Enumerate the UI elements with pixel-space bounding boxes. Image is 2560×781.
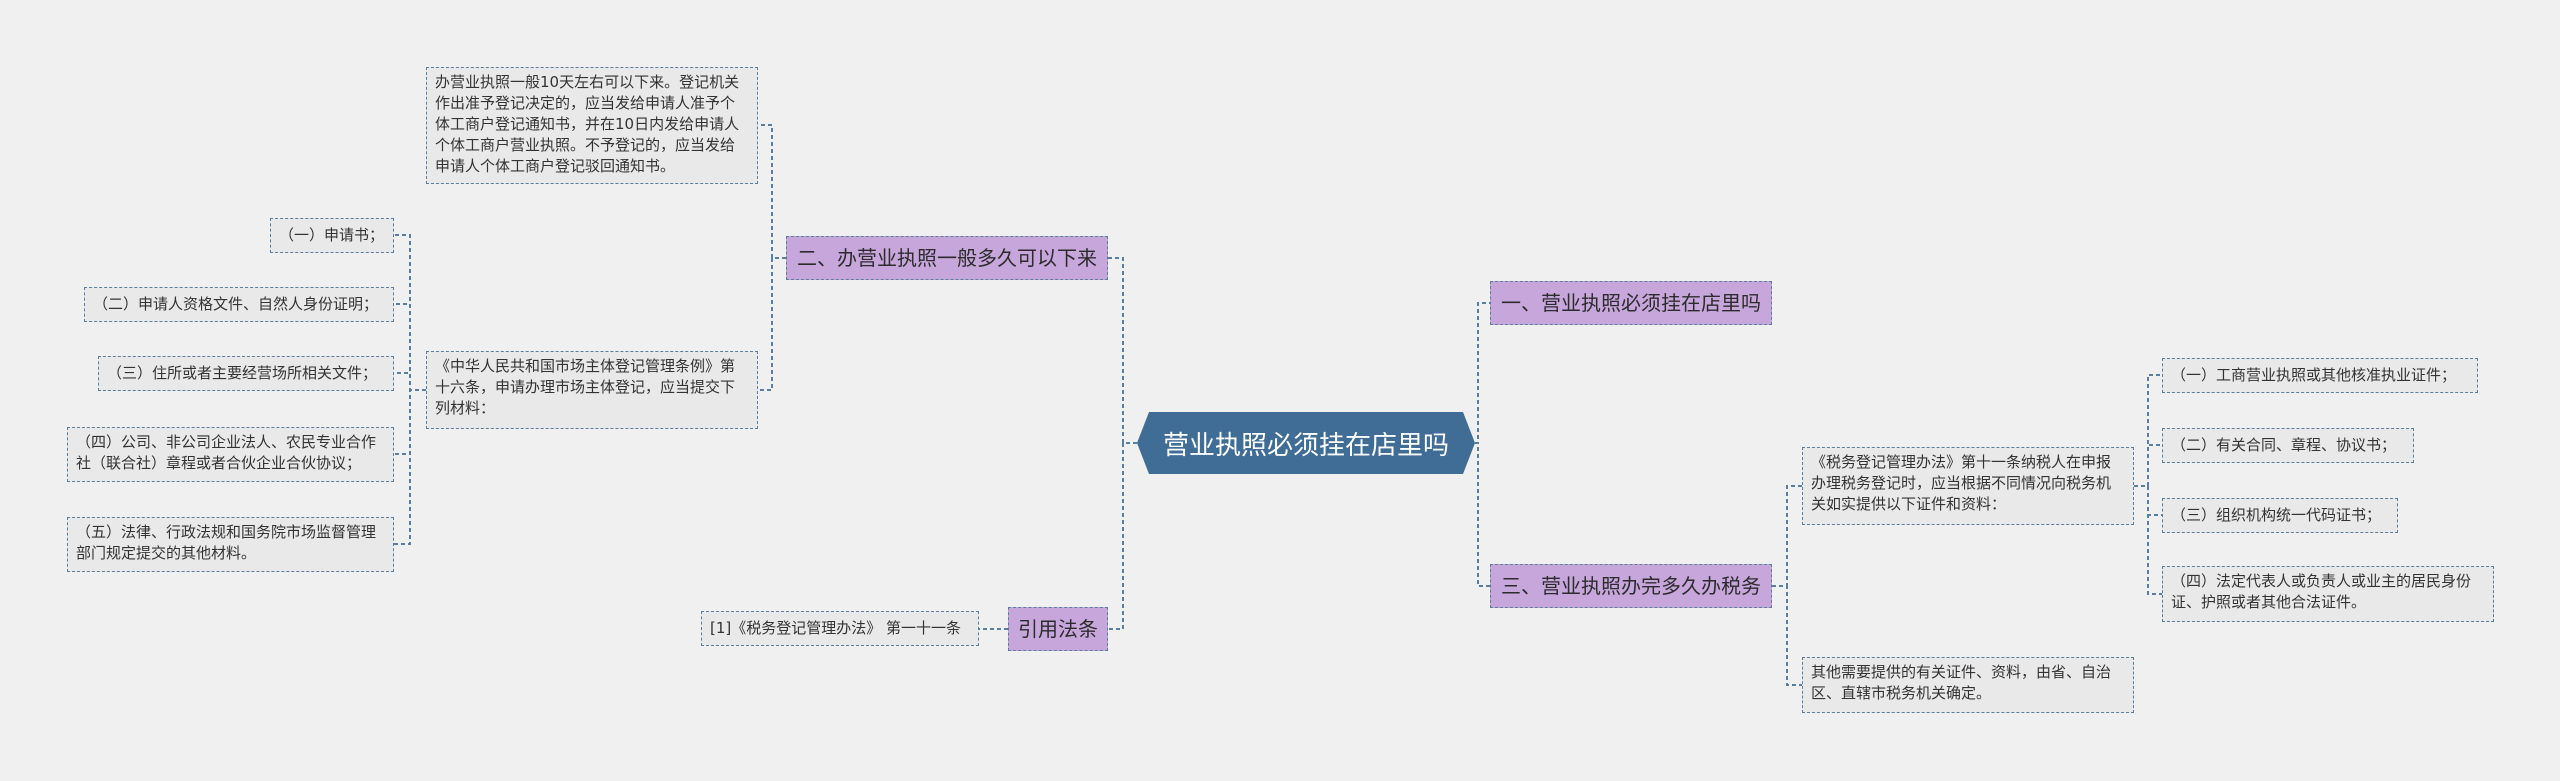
connector <box>1772 585 1802 686</box>
b2-material-item[interactable]: （五）法律、行政法规和国务院市场监督管理部门规定提交的其他材料。 <box>67 517 394 572</box>
connector <box>1108 442 1137 630</box>
connector <box>1475 442 1490 587</box>
b2-material-item[interactable]: （三）住所或者主要经营场所相关文件； <box>98 356 394 391</box>
root-shape <box>1137 412 1475 474</box>
connector <box>758 257 786 391</box>
b3-document-item[interactable]: （三）组织机构统一代码证书； <box>2162 498 2398 533</box>
connector <box>2134 444 2162 487</box>
b3-tax-rule-node[interactable]: 《税务登记管理办法》第十一条纳税人在申报办理税务登记时，应当根据不同情况向税务机… <box>1802 447 2134 525</box>
connector <box>1108 257 1137 444</box>
connector <box>394 389 426 545</box>
connector <box>1475 302 1490 444</box>
b4-citation-node[interactable]: [1]《税务登记管理办法》 第一十一条 <box>701 611 979 646</box>
b2-regulation-node[interactable]: 《中华人民共和国市场主体登记管理条例》第十六条，申请办理市场主体登记，应当提交下… <box>426 351 758 429</box>
connector <box>1772 485 1802 587</box>
b3-document-item[interactable]: （四）法定代表人或负责人或业主的居民身份证、护照或者其他合法证件。 <box>2162 566 2494 622</box>
branch-node-1[interactable]: 一、营业执照必须挂在店里吗 <box>1490 281 1772 325</box>
b2-material-item[interactable]: （四）公司、非公司企业法人、农民专业合作社（联合社）章程或者合伙企业合伙协议； <box>67 427 394 482</box>
connector <box>758 124 786 259</box>
connector <box>2134 485 2162 595</box>
b3-document-item[interactable]: （二）有关合同、章程、协议书； <box>2162 428 2414 463</box>
root-label: 营业执照必须挂在店里吗 <box>1162 430 1449 461</box>
connector <box>394 372 426 391</box>
branch-node-3[interactable]: 三、营业执照办完多久办税务 <box>1490 564 1772 608</box>
b3-other-node[interactable]: 其他需要提供的有关证件、资料，由省、自治区、直辖市税务机关确定。 <box>1802 657 2134 713</box>
b3-document-item[interactable]: （一）工商营业执照或其他核准执业证件； <box>2162 358 2478 393</box>
b2-material-item[interactable]: （一）申请书； <box>270 218 394 253</box>
b2-info-node[interactable]: 办营业执照一般10天左右可以下来。登记机关作出准予登记决定的，应当发给申请人准予… <box>426 67 758 184</box>
branch-node-2[interactable]: 二、办营业执照一般多久可以下来 <box>786 236 1108 280</box>
b2-material-item[interactable]: （二）申请人资格文件、自然人身份证明； <box>84 287 394 322</box>
root-node[interactable]: 营业执照必须挂在店里吗 <box>1137 412 1475 474</box>
branch-node-4[interactable]: 引用法条 <box>1008 607 1108 651</box>
